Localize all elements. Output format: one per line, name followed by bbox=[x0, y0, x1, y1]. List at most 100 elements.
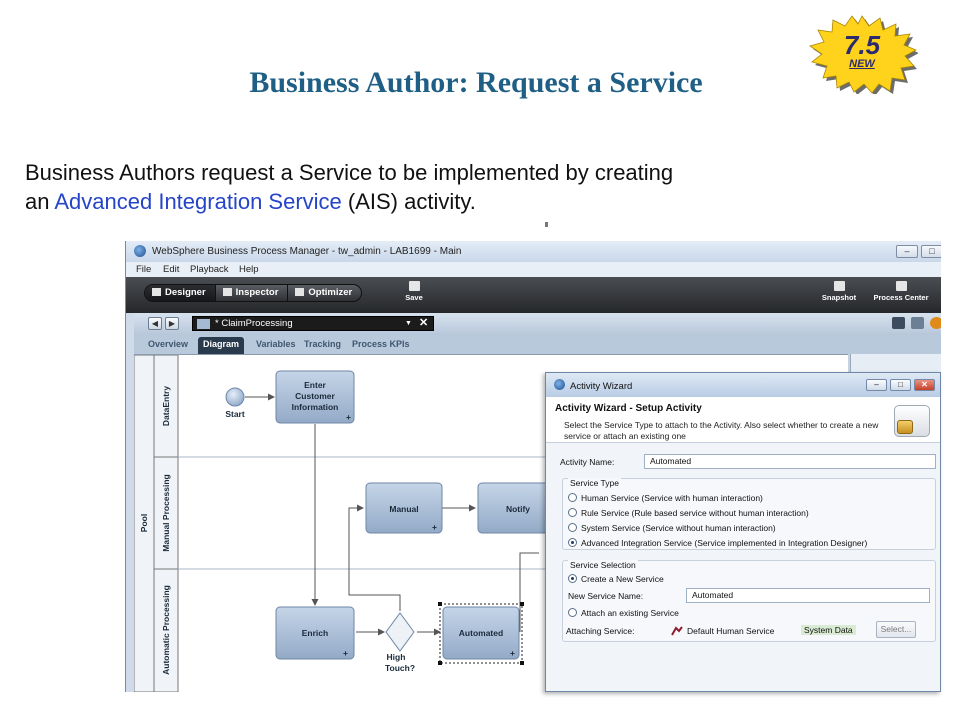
mode-designer[interactable]: Designer bbox=[145, 285, 216, 301]
intro-text: Business Authors request a Service to be… bbox=[25, 158, 925, 216]
app-window-title: WebSphere Business Process Manager - tw_… bbox=[152, 246, 462, 257]
tab-variables[interactable]: Variables bbox=[256, 339, 296, 349]
menu-playback[interactable]: Playback bbox=[190, 264, 229, 275]
info-icon[interactable] bbox=[930, 317, 941, 329]
mode-inspector[interactable]: Inspector bbox=[216, 285, 289, 301]
mode-switcher: Designer Inspector Optimizer bbox=[144, 284, 363, 302]
selection-handle[interactable] bbox=[438, 602, 442, 606]
activity-name-field[interactable]: Automated bbox=[644, 454, 936, 469]
new-version-badge: 7.5 NEW bbox=[806, 14, 918, 94]
flow-gateway-manual bbox=[348, 504, 401, 611]
camera-icon bbox=[833, 281, 845, 291]
activity-manual[interactable]: Manual + bbox=[365, 482, 443, 534]
editor-tabs: Overview Diagram Variables Tracking Proc… bbox=[134, 335, 941, 354]
app-logo-icon bbox=[134, 245, 146, 257]
intro-line-1: Business Authors request a Service to be… bbox=[25, 160, 674, 185]
lane-label-dataentry: DataEntry bbox=[161, 386, 171, 426]
attaching-service-value: Default Human Service bbox=[687, 626, 775, 636]
menu-file[interactable]: File bbox=[136, 264, 152, 275]
radio-rule-service[interactable]: Rule Service (Rule based service without… bbox=[568, 507, 809, 519]
tab-process-kpis[interactable]: Process KPIs bbox=[352, 339, 410, 349]
activity-manual-label: Manual bbox=[389, 504, 418, 514]
intro-line-2-end: (AIS) activity. bbox=[341, 189, 476, 214]
wizard-maximize-button[interactable]: □ bbox=[890, 379, 911, 391]
radio-selected-icon bbox=[568, 538, 577, 547]
lane-header-automatic bbox=[153, 568, 179, 692]
selection-handle[interactable] bbox=[438, 661, 442, 665]
menu-edit[interactable]: Edit bbox=[163, 264, 180, 275]
tab-overview[interactable]: Overview bbox=[148, 339, 189, 349]
subprocess-plus-icon: + bbox=[343, 648, 348, 658]
slide-title: Business Author: Request a Service bbox=[249, 66, 703, 99]
activity-enrich[interactable]: Enrich + bbox=[275, 606, 355, 660]
save-button[interactable]: Save bbox=[404, 281, 424, 302]
editor-header: ◀ ▶ * ClaimProcessing ▼ ✕ bbox=[134, 313, 941, 335]
radio-attach-existing[interactable]: Attach an existing Service bbox=[568, 607, 679, 619]
selection-handle[interactable] bbox=[520, 602, 524, 606]
radio-ais-label: Advanced Integration Service (Service im… bbox=[581, 538, 868, 548]
wizard-banner-icon bbox=[894, 405, 930, 437]
select-service-button[interactable]: Select... bbox=[876, 621, 916, 638]
radio-human-service-label: Human Service (Service with human intera… bbox=[581, 493, 763, 503]
starburst-shape bbox=[809, 15, 918, 94]
radio-system-service[interactable]: System Service (Service without human in… bbox=[568, 522, 776, 534]
gateway-label-line2: Touch? bbox=[385, 663, 415, 673]
radio-icon bbox=[568, 508, 577, 517]
save-icon bbox=[408, 281, 420, 291]
gateway-high-touch[interactable]: High Touch? bbox=[385, 612, 415, 673]
chevron-down-icon[interactable]: ▼ bbox=[405, 320, 412, 327]
snapshot-button[interactable]: Snapshot bbox=[819, 281, 859, 302]
process-selector[interactable]: * ClaimProcessing ▼ ✕ bbox=[192, 316, 434, 331]
selection-handle[interactable] bbox=[520, 661, 524, 665]
service-selection-title: Service Selection bbox=[568, 560, 638, 570]
maximize-button[interactable]: □ bbox=[921, 245, 941, 258]
mode-optimizer-label: Optimizer bbox=[308, 287, 353, 298]
service-selection-group: Service Selection Create a New Service N… bbox=[562, 560, 936, 642]
activity-enter-customer-information[interactable]: Enter Customer Information + bbox=[275, 370, 355, 424]
wizard-close-button[interactable]: ✕ bbox=[914, 379, 935, 391]
forward-button[interactable]: ▶ bbox=[165, 317, 179, 330]
radio-create-new-service[interactable]: Create a New Service bbox=[568, 573, 664, 585]
radio-icon bbox=[568, 523, 577, 532]
intro-line-2-start: an bbox=[25, 189, 55, 214]
activity-enrich-label: Enrich bbox=[302, 628, 328, 638]
pool-label: Pool bbox=[139, 514, 149, 532]
tab-tracking[interactable]: Tracking bbox=[304, 339, 342, 349]
badge-version: 7.5 bbox=[843, 30, 881, 60]
activity-notify[interactable]: Notify bbox=[477, 482, 559, 534]
badge-new-label: NEW bbox=[849, 58, 875, 70]
start-event[interactable] bbox=[225, 387, 245, 407]
back-button[interactable]: ◀ bbox=[148, 317, 162, 330]
radio-advanced-integration-service[interactable]: Advanced Integration Service (Service im… bbox=[568, 537, 867, 549]
snapshot-label: Snapshot bbox=[821, 293, 857, 302]
minimize-button[interactable]: – bbox=[896, 245, 918, 258]
close-tab-icon[interactable]: ✕ bbox=[419, 317, 429, 329]
subprocess-plus-icon: + bbox=[432, 522, 437, 532]
mode-inspector-label: Inspector bbox=[235, 287, 279, 298]
system-data-tag: System Data bbox=[801, 625, 856, 635]
tab-diagram[interactable]: Diagram bbox=[198, 337, 245, 354]
new-service-name-field[interactable]: Automated bbox=[686, 588, 930, 603]
process-center-button[interactable]: Process Center bbox=[872, 281, 930, 302]
radio-icon bbox=[568, 493, 577, 502]
envelope-icon[interactable] bbox=[892, 317, 905, 329]
subprocess-plus-icon: + bbox=[346, 412, 351, 422]
radio-attach-existing-label: Attach an existing Service bbox=[581, 608, 679, 618]
activity-enter-line2: Customer bbox=[295, 391, 335, 401]
radio-human-service[interactable]: Human Service (Service with human intera… bbox=[568, 492, 763, 504]
menu-help[interactable]: Help bbox=[239, 264, 259, 275]
wizard-minimize-button[interactable]: – bbox=[866, 379, 887, 391]
process-diagram: Pool DataEntry Manual Processing Automat… bbox=[134, 355, 848, 692]
activity-name-label: Activity Name: bbox=[560, 457, 615, 467]
optimizer-icon bbox=[295, 288, 305, 296]
mode-optimizer[interactable]: Optimizer bbox=[288, 285, 361, 301]
service-gear-icon bbox=[897, 420, 913, 434]
lane-label-automatic: Automatic Processing bbox=[161, 585, 171, 675]
new-service-name-label: New Service Name: bbox=[568, 591, 644, 601]
wizard-heading: Activity Wizard - Setup Activity bbox=[555, 403, 702, 414]
activity-automated[interactable]: Automated + bbox=[438, 602, 524, 665]
wizard-window-title: Activity Wizard bbox=[570, 381, 633, 392]
activity-wizard-dialog: Activity Wizard – □ ✕ Activity Wizard - … bbox=[545, 372, 941, 692]
share-icon[interactable] bbox=[911, 317, 924, 329]
service-type-title: Service Type bbox=[568, 478, 621, 488]
